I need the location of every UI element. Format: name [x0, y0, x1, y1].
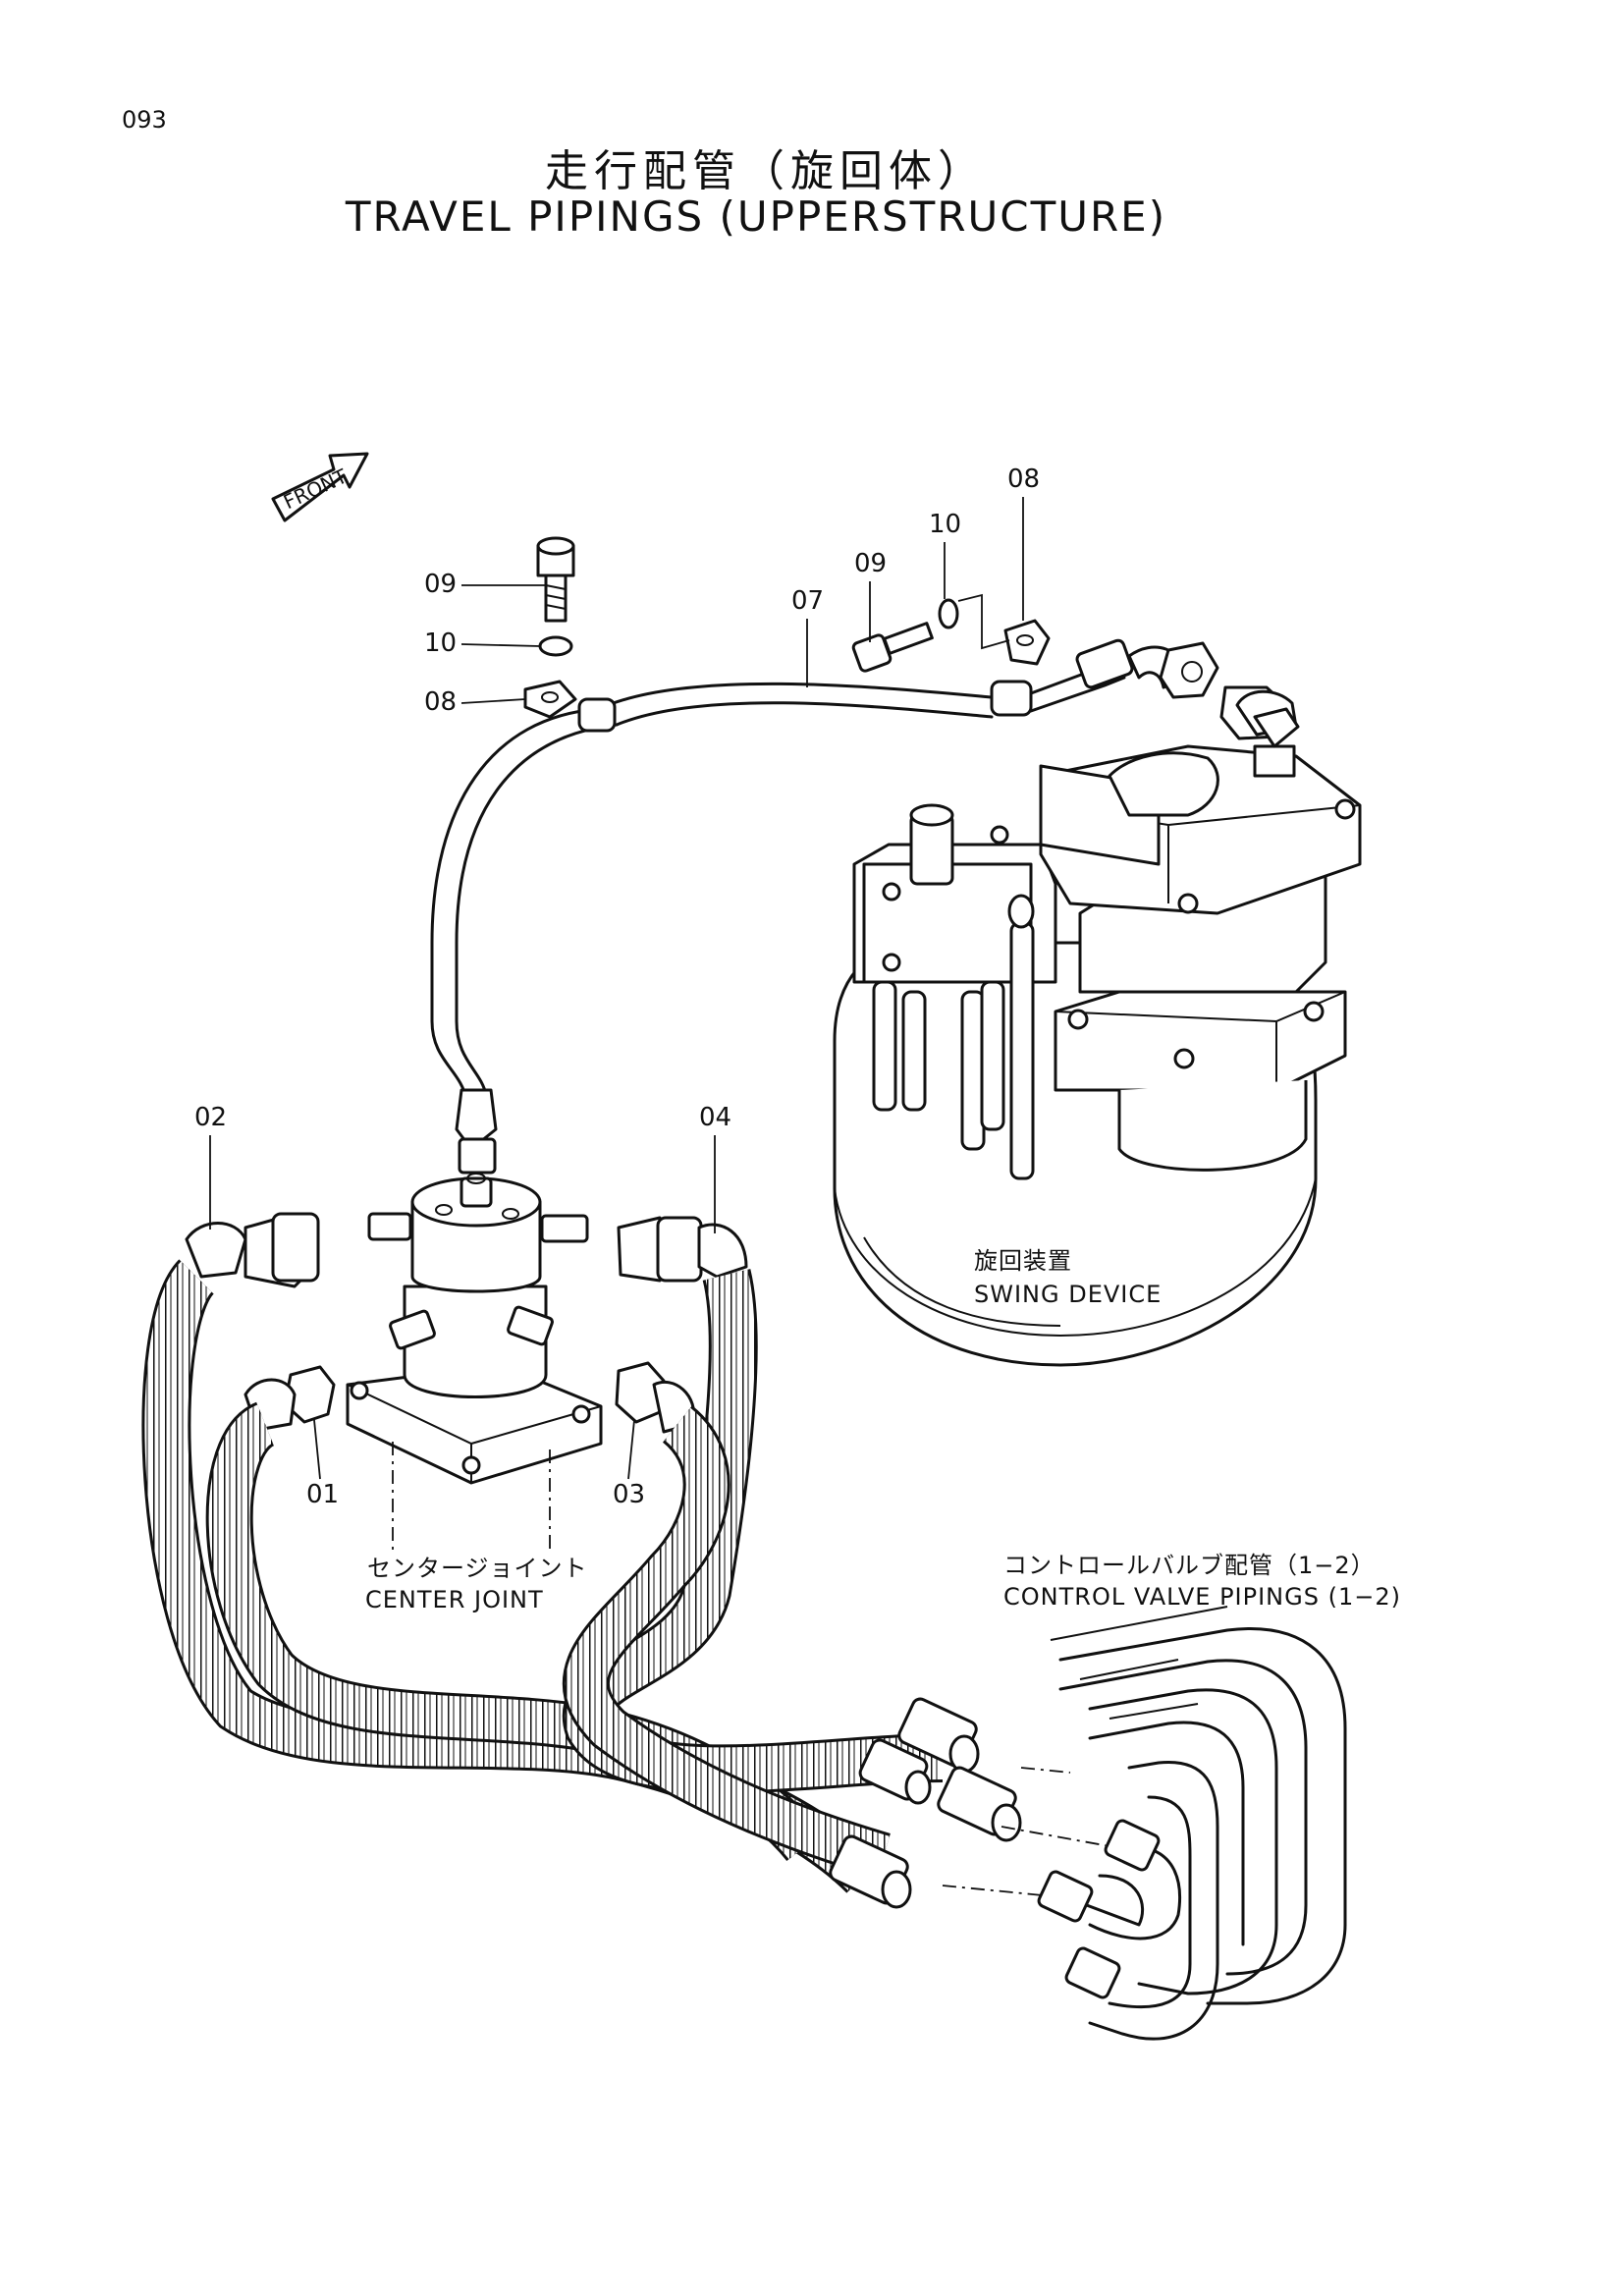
- swing-device-label-jp: 旋回装置: [974, 1247, 1072, 1275]
- hose-end-fittings: [829, 1697, 1022, 1909]
- hose-04: [562, 1269, 944, 1794]
- control-valve-label-en: CONTROL VALVE PIPINGS (1−2): [1003, 1583, 1401, 1611]
- washer-10-left: [538, 635, 573, 657]
- control-valve-pipings: [942, 1606, 1347, 2041]
- callout-04: 04: [699, 1103, 731, 1132]
- bolt-09-left: [536, 536, 575, 623]
- callout-10-left: 10: [424, 629, 457, 658]
- title-japanese: 走行配管（旋回体）: [545, 146, 987, 196]
- callout-01: 01: [306, 1480, 339, 1509]
- center-joint-label-jp: センタージョイント: [367, 1555, 588, 1582]
- hose-03: [563, 1405, 891, 1879]
- control-valve-label-jp: コントロールバルブ配管（1−2）: [1003, 1552, 1376, 1579]
- clamp-08-left: [523, 680, 577, 719]
- pipe-clamp-right: [990, 680, 1033, 717]
- fitting-04: [617, 1216, 748, 1283]
- callout-10-right: 10: [929, 510, 961, 539]
- front-label: FRONT: [280, 464, 352, 514]
- washer-10-right: [938, 598, 959, 629]
- callout-03: 03: [613, 1480, 645, 1509]
- swing-device-label-en: SWING DEVICE: [974, 1281, 1162, 1308]
- swing-device: [833, 689, 1362, 1367]
- fitting-02: [185, 1212, 320, 1288]
- pipe-clamp-left: [577, 697, 617, 733]
- title-english: TRAVEL PIPINGS (UPPERSTRUCTURE): [345, 192, 1167, 241]
- callout-07: 07: [791, 586, 824, 616]
- center-joint: [346, 1173, 603, 1485]
- pipe-07: [430, 638, 1290, 1175]
- callout-08-right: 08: [1007, 465, 1040, 494]
- center-joint-label-en: CENTER JOINT: [365, 1586, 544, 1613]
- page-number: 093: [122, 106, 167, 134]
- callout-02: 02: [194, 1103, 227, 1132]
- callout-09-right: 09: [854, 549, 887, 578]
- clamp-08-right: [1003, 619, 1051, 666]
- bolt-09-right: [851, 622, 934, 673]
- callouts: 09 10 08 07 09 10 08 02 04 01 03: [194, 465, 1040, 1509]
- callout-08-left: 08: [424, 687, 457, 717]
- front-arrow-icon: FRONT: [271, 452, 369, 522]
- callout-09-left: 09: [424, 570, 457, 599]
